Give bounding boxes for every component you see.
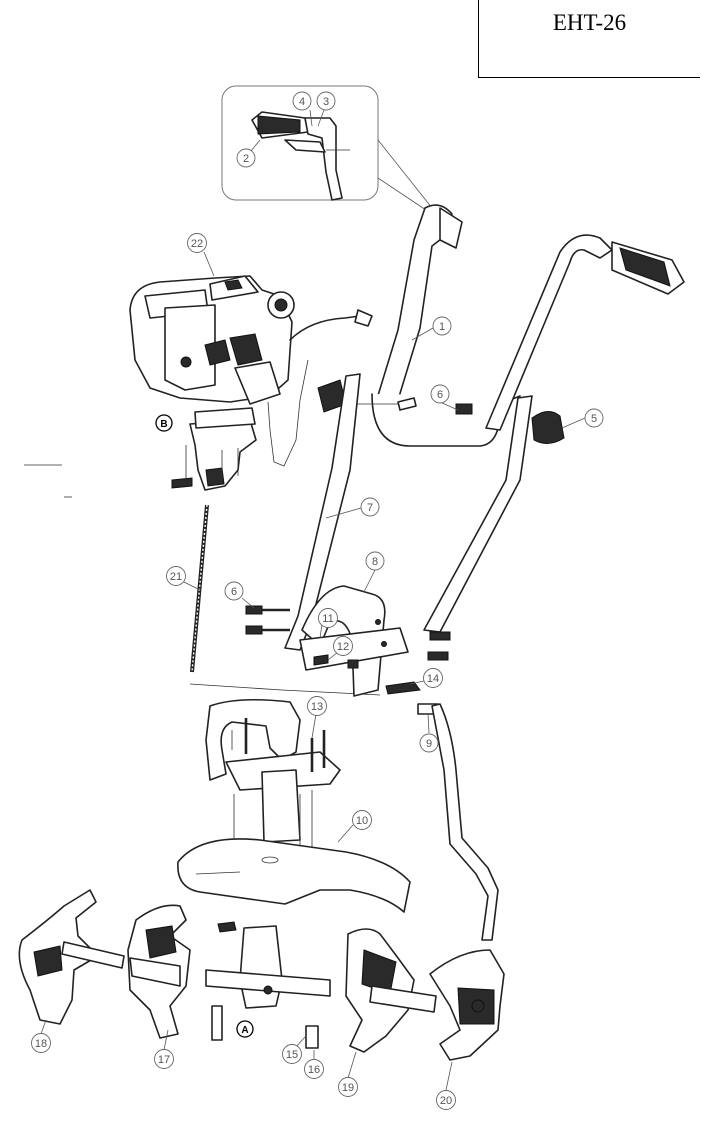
svg-text:15: 15 — [286, 1049, 298, 1061]
svg-text:12: 12 — [337, 641, 349, 653]
depth-linkage — [385, 681, 499, 941]
tine-set-left-inner — [127, 904, 191, 1039]
tine-shield-bracket — [205, 698, 341, 856]
callout-labels: 1 2 3 4 5 6 6 7 8 9 10 11 12 13 14 15 16… — [31, 91, 604, 1110]
model-title: EHT-26 — [552, 10, 627, 35]
svg-text:A: A — [241, 1025, 248, 1036]
tine-set-right-inner — [345, 928, 437, 1053]
knobs — [317, 379, 565, 444]
lower-handle-left — [284, 373, 361, 651]
callout-4: 4 — [292, 91, 312, 111]
svg-text:13: 13 — [311, 701, 323, 713]
letter-markers: A B — [155, 414, 254, 1038]
upper-gearbox — [171, 407, 257, 491]
model-title-box: EHT-26 — [478, 0, 700, 78]
svg-text:18: 18 — [35, 1038, 47, 1050]
svg-text:1: 1 — [439, 321, 445, 333]
callout-22: 22 — [187, 233, 207, 253]
svg-text:10: 10 — [356, 815, 368, 827]
svg-text:19: 19 — [342, 1082, 354, 1094]
handlebar-right — [485, 234, 685, 431]
callout-8: 8 — [365, 551, 385, 571]
callout-6-left: 6 — [224, 581, 244, 601]
callout-5: 5 — [584, 408, 604, 428]
svg-text:16: 16 — [308, 1064, 320, 1076]
drive-shaft — [189, 504, 381, 696]
engine-assembly — [129, 275, 373, 467]
tine-set-right-outer — [429, 949, 505, 1061]
svg-text:9: 9 — [426, 738, 432, 750]
tine-set-left-outer — [18, 889, 125, 1025]
callout-2: 2 — [236, 148, 256, 168]
svg-text:17: 17 — [158, 1054, 170, 1066]
svg-text:6: 6 — [231, 586, 237, 598]
svg-text:20: 20 — [440, 1095, 452, 1107]
lower-gearbox — [205, 921, 331, 1049]
callout-20: 20 — [436, 1090, 456, 1110]
marker-b: B — [155, 414, 173, 432]
svg-text:14: 14 — [427, 673, 439, 685]
callout-11: 11 — [318, 608, 338, 628]
svg-text:2: 2 — [243, 153, 249, 165]
svg-text:22: 22 — [191, 238, 203, 250]
svg-text:7: 7 — [367, 502, 373, 514]
callout-10: 10 — [352, 810, 372, 830]
svg-text:4: 4 — [299, 96, 305, 108]
svg-text:6: 6 — [437, 389, 443, 401]
bolts-top — [397, 397, 473, 415]
callout-7: 7 — [360, 497, 380, 517]
tine-shield — [177, 838, 411, 913]
callout-14: 14 — [423, 668, 443, 688]
callout-6-top: 6 — [430, 384, 450, 404]
callout-19: 19 — [338, 1077, 358, 1097]
svg-text:B: B — [160, 419, 167, 430]
callout-13: 13 — [307, 696, 327, 716]
callout-9: 9 — [419, 733, 439, 753]
callout-17: 17 — [154, 1049, 174, 1069]
svg-text:3: 3 — [323, 96, 329, 108]
callout-16: 16 — [304, 1059, 324, 1079]
marker-a: A — [236, 1020, 254, 1038]
svg-text:21: 21 — [170, 571, 182, 583]
bolts-left — [245, 605, 451, 661]
callout-21: 21 — [166, 566, 186, 586]
throttle-detail-inset — [221, 85, 433, 215]
callout-12: 12 — [333, 636, 353, 656]
callout-3: 3 — [316, 91, 336, 111]
callout-1: 1 — [432, 316, 452, 336]
svg-text:5: 5 — [591, 413, 597, 425]
callout-18: 18 — [31, 1033, 51, 1053]
svg-text:11: 11 — [322, 613, 333, 625]
callout-15: 15 — [282, 1044, 302, 1064]
svg-text:8: 8 — [372, 556, 378, 568]
